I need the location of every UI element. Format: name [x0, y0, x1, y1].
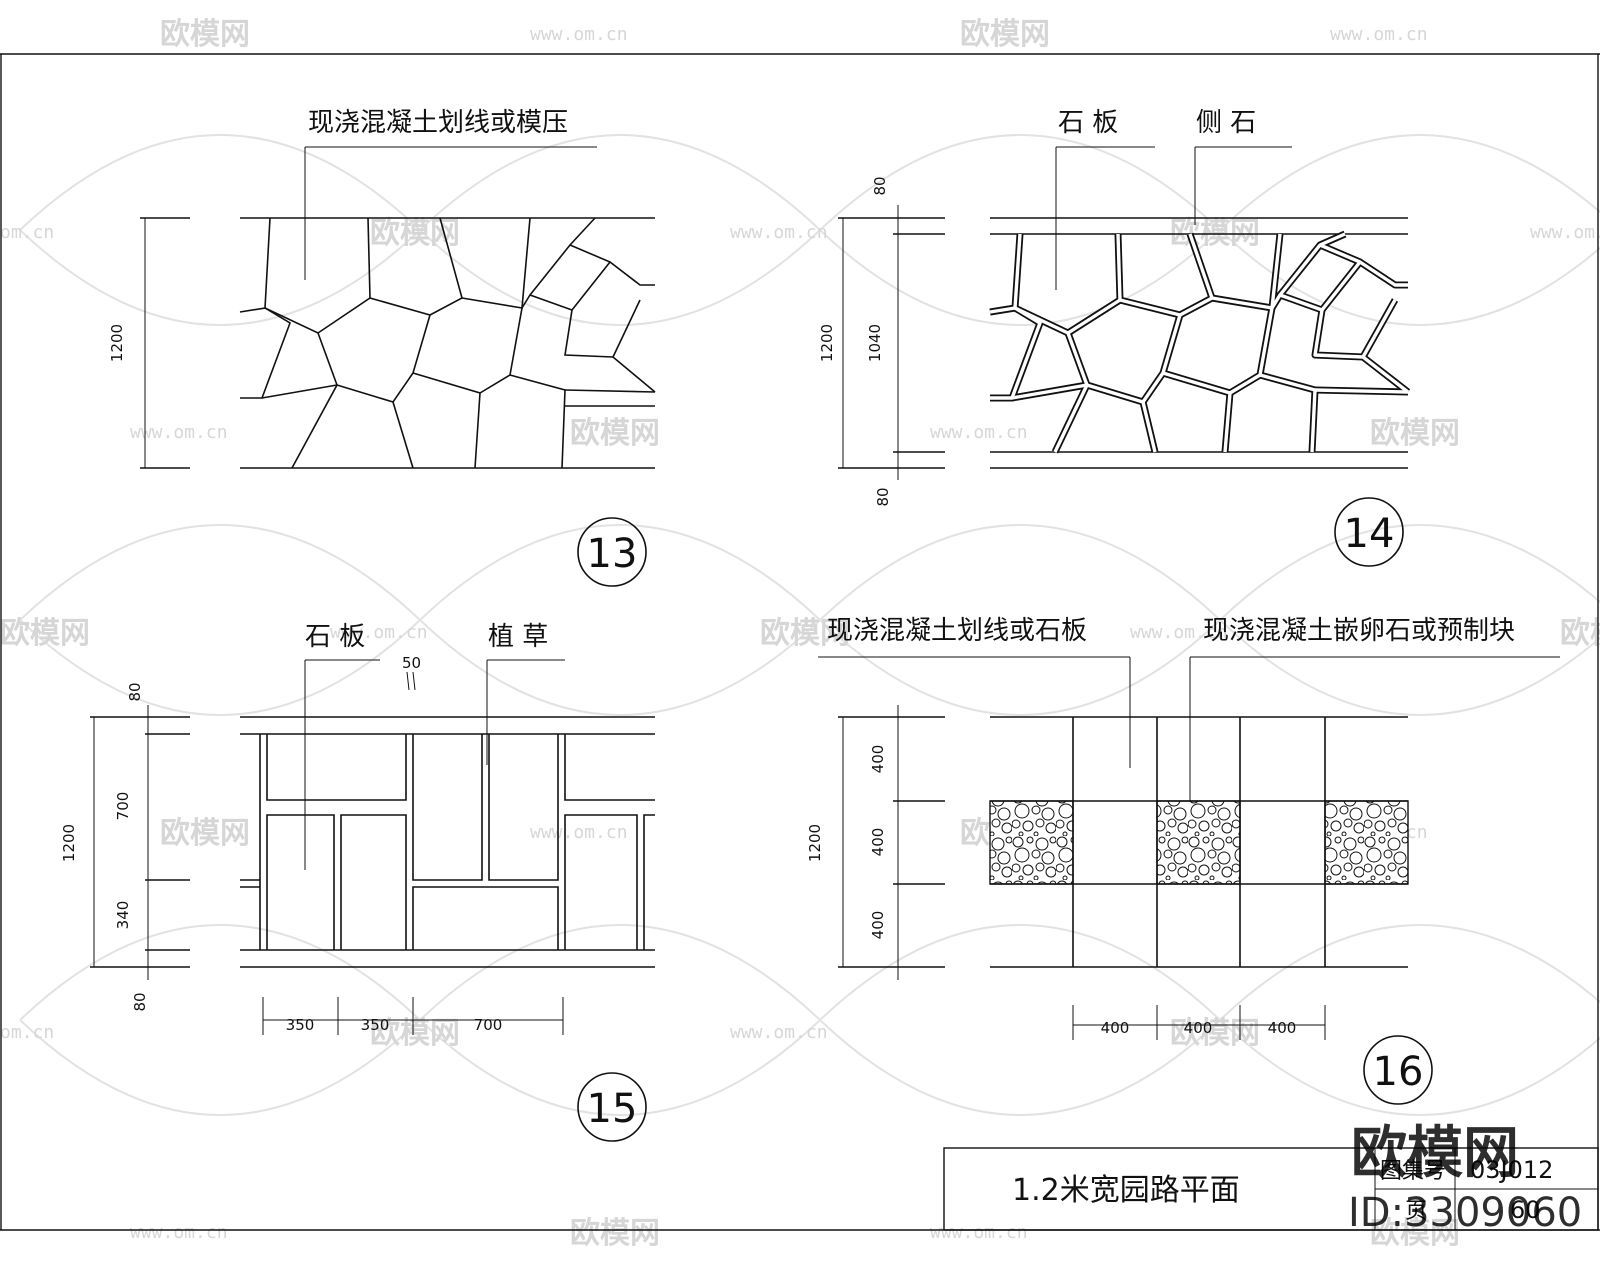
watermark-brand: 欧模网 [760, 616, 850, 651]
drawing-title: 1.2米宽园路平面 [1012, 1173, 1240, 1208]
watermark-brand: 欧模网 [960, 17, 1050, 52]
dim-w3: 700 [474, 1016, 503, 1034]
watermark-brand: 欧模网 [570, 416, 660, 451]
crazy-paving-joints [239, 217, 656, 469]
detail-number-circle [1363, 1035, 1433, 1105]
title-block: 1.2米宽园路平面 图集号 03J012 页 60 [943, 1147, 1599, 1231]
detail-16-number: 16 [1373, 1049, 1424, 1095]
dim-gap: 50 [402, 654, 421, 672]
watermark-url: www.om.cn [330, 622, 428, 643]
watermark-brand: 欧模网 [1560, 616, 1600, 651]
dim-total: 1200 [806, 824, 824, 862]
dim-total: 1200 [108, 324, 126, 362]
page-label: 页 [1405, 1199, 1427, 1224]
watermark-stamp-id: ID:3309060 [1348, 1190, 1582, 1236]
watermark-brand: 欧模网 [160, 17, 250, 52]
dim-w1: 400 [1101, 1019, 1130, 1037]
dim-w1: 350 [286, 1016, 315, 1034]
watermark-url: www.om.cn [130, 1222, 228, 1243]
dim-bottom: 80 [131, 992, 149, 1011]
stone-joints-outer [989, 230, 1411, 454]
watermark-brand: 欧模网 [160, 816, 250, 851]
detail-number-circle [1334, 497, 1404, 567]
pebble-infill [989, 800, 1074, 885]
page-number: 60 [1510, 1196, 1541, 1224]
pebble-infill [1156, 800, 1241, 885]
watermark-url: www.om.cn [730, 222, 828, 243]
dim-w3: 400 [1268, 1019, 1297, 1037]
watermark-brand: 欧模网 [370, 216, 460, 251]
watermark-url: www.om.cn [130, 422, 228, 443]
stone-joints-inner [989, 232, 1410, 453]
detail-14-label-right: 侧 石 [1196, 108, 1256, 138]
detail-16-label-right: 现浇混凝土嵌卵石或预制块 [1203, 616, 1515, 646]
dim-tick [406, 671, 410, 691]
drawing-no-label: 图集号 [1380, 1159, 1446, 1184]
dim-w2: 400 [1184, 1019, 1213, 1037]
detail-15-label-left: 石 板 [305, 622, 365, 652]
detail-14-label-left: 石 板 [1058, 108, 1118, 138]
detail-14-number: 14 [1344, 511, 1395, 557]
dim-w2: 350 [361, 1016, 390, 1034]
dim-bottom: 80 [874, 487, 892, 506]
dim-tick [412, 671, 416, 691]
watermark-url: www.om.cn [1130, 622, 1228, 643]
dim-upper: 700 [114, 792, 132, 821]
watermark-url: om.cn [0, 1022, 54, 1043]
dim-total: 1200 [818, 324, 836, 362]
drawing-no: 03J012 [1470, 1156, 1553, 1184]
dim-total: 1200 [60, 824, 78, 862]
detail-number-circle [577, 1072, 647, 1142]
watermark-brand: 欧模网 [1370, 1216, 1460, 1251]
stone-slabs [240, 734, 655, 950]
watermark-brand: 欧模网 [0, 616, 90, 651]
dim-top: 80 [126, 682, 144, 701]
detail-15-label-right: 植 草 [488, 622, 548, 652]
dim-h2: 400 [869, 828, 887, 857]
detail-16: 现浇混凝土划线或石板 现浇混凝土嵌卵石或预制块 400 400 400 1200 [806, 616, 1560, 1105]
dim-h3: 400 [869, 911, 887, 940]
detail-number-circle [577, 517, 647, 587]
slab-grid [990, 716, 1408, 968]
pebble-infill [1324, 800, 1409, 885]
watermark-url: om.cn [0, 222, 54, 243]
watermark-url: www.om.cn [1530, 222, 1600, 243]
watermark-brand: 欧模网 [1170, 1016, 1260, 1051]
dim-middle: 1040 [866, 324, 884, 362]
watermark-brand: 欧模网 [370, 1016, 460, 1051]
watermark-brand: 欧模网 [1370, 416, 1460, 451]
watermark-url: www.om.cn [730, 1022, 828, 1043]
detail-16-label-left: 现浇混凝土划线或石板 [827, 616, 1087, 646]
watermark-url: www.om.cn [930, 1222, 1028, 1243]
detail-15-number: 15 [587, 1086, 638, 1132]
dim-lower: 340 [114, 901, 132, 930]
detail-13: 现浇混凝土划线或模压 1200 [108, 108, 656, 587]
watermark-arcs [19, 134, 1600, 1116]
watermark-url: www.om.cn [530, 24, 628, 45]
detail-14: 石 板 侧 石 80 1200 1040 80 [818, 108, 1411, 567]
watermark-url: www.om.cn [1330, 24, 1428, 45]
watermark-stamp: 欧模网 ID:3309060 [1348, 1121, 1582, 1236]
detail-15: 石 板 植 草 50 80 1200 700 340 80 [60, 622, 655, 1142]
dim-top: 80 [871, 176, 889, 195]
watermark-stamp-brand: 欧模网 [1351, 1121, 1519, 1186]
watermark-brand: 欧模网 [570, 1216, 660, 1251]
dim-h1: 400 [869, 745, 887, 774]
detail-13-label: 现浇混凝土划线或模压 [308, 108, 568, 138]
detail-13-number: 13 [587, 531, 638, 577]
watermark-url: www.om.cn [930, 422, 1028, 443]
watermark-url: www.om.cn [530, 822, 628, 843]
